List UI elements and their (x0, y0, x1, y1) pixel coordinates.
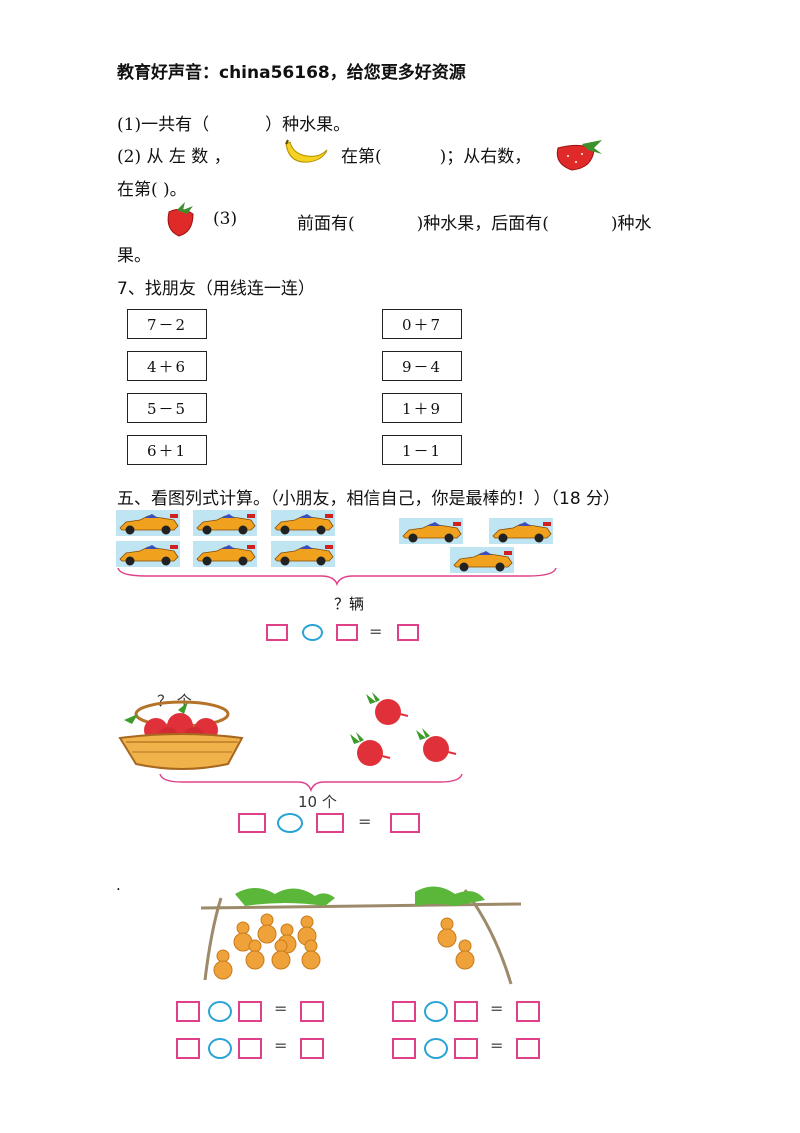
q6-line2-left: (2) 从 左 数 ， (117, 147, 231, 167)
radish-icon (350, 732, 391, 766)
radish-brace (159, 773, 463, 792)
banana-icon (285, 139, 328, 163)
section5-title: 五、看图列式计算。（小朋友，相信自己，你是最棒的！）（18 分） (117, 489, 621, 509)
race-car-icon (271, 541, 335, 567)
answer-box[interactable] (238, 813, 266, 833)
q6-line4-text: 前面有( )种水果，后面有( )种水 (297, 209, 652, 234)
match-right-3[interactable]: 1＋9 (382, 393, 462, 423)
match-right-2[interactable]: 9－4 (382, 351, 462, 381)
answer-box[interactable] (238, 1001, 262, 1022)
q6-back-label: )种水果，后面有( (416, 214, 549, 234)
equals-sign: = (274, 1036, 288, 1055)
answer-box[interactable] (516, 1001, 540, 1022)
stray-dot: . (116, 876, 121, 894)
answer-box[interactable] (454, 1001, 478, 1022)
answer-box[interactable] (266, 624, 288, 641)
operator-circle[interactable] (208, 1001, 232, 1022)
q6-line2-right: 在第( )；从右数， (341, 142, 531, 167)
answer-box[interactable] (176, 1038, 200, 1059)
operator-circle[interactable] (277, 813, 303, 833)
q6-line1-end: ）种水果。 (265, 115, 351, 135)
q6-position-right: )；从右数， (439, 147, 532, 167)
q6-position-left: 在第( (341, 147, 382, 167)
cars-question-label: ？辆 (334, 595, 365, 613)
answer-box[interactable] (300, 1001, 324, 1022)
answer-box[interactable] (390, 813, 420, 833)
match-left-4[interactable]: 6＋1 (127, 435, 207, 465)
race-car-icon (193, 541, 257, 567)
answer-box[interactable] (454, 1038, 478, 1059)
race-car-icon (193, 510, 257, 536)
cars-brace (117, 567, 557, 586)
race-car-icon (399, 518, 463, 544)
equals-sign: = (274, 999, 288, 1018)
match-left-2[interactable]: 4＋6 (127, 351, 207, 381)
q6-front-label: 前面有( (297, 214, 355, 234)
radish-total-label: 10 个 (298, 793, 337, 811)
operator-circle[interactable] (424, 1038, 448, 1059)
answer-box[interactable] (238, 1038, 262, 1059)
q6-line5: 果。 (117, 246, 151, 266)
race-car-icon (450, 547, 514, 573)
q6-line1: (1)一共有（ ）种水果。 (117, 110, 350, 135)
q6-line3: 在第( )。 (117, 180, 187, 200)
answer-box[interactable] (300, 1038, 324, 1059)
answer-box[interactable] (336, 624, 358, 641)
equals-sign: = (369, 622, 383, 641)
strawberry-icon (556, 140, 602, 171)
radish-icon (416, 728, 457, 762)
answer-box[interactable] (392, 1001, 416, 1022)
q6-line4-end: )种水 (610, 214, 652, 234)
match-left-3[interactable]: 5－5 (127, 393, 207, 423)
equals-sign: = (358, 812, 372, 831)
operator-circle[interactable] (424, 1001, 448, 1022)
race-car-icon (271, 510, 335, 536)
match-right-1[interactable]: 0＋7 (382, 309, 462, 339)
answer-box[interactable] (316, 813, 344, 833)
q6-line1-start: (1)一共有（ (117, 115, 210, 135)
operator-circle[interactable] (302, 624, 323, 641)
q6-line4-number: (3) (213, 209, 238, 229)
match-right-4[interactable]: 1－1 (382, 435, 462, 465)
q7-title: 7、找朋友（用线连一连） (117, 279, 315, 299)
radish-icon (366, 692, 408, 725)
page-header: 教育好声音：china56168，给您更多好资源 (117, 63, 466, 83)
answer-box[interactable] (176, 1001, 200, 1022)
answer-box[interactable] (392, 1038, 416, 1059)
race-car-icon (116, 541, 180, 567)
gourd-trellis-image (200, 886, 522, 985)
race-car-icon (489, 518, 553, 544)
answer-box[interactable] (516, 1038, 540, 1059)
strawberry-icon (167, 202, 194, 237)
equals-sign: = (490, 1036, 504, 1055)
radish-basket-image (118, 700, 244, 770)
answer-box[interactable] (397, 624, 419, 641)
equals-sign: = (490, 999, 504, 1018)
race-car-icon (116, 510, 180, 536)
match-left-1[interactable]: 7－2 (127, 309, 207, 339)
operator-circle[interactable] (208, 1038, 232, 1059)
